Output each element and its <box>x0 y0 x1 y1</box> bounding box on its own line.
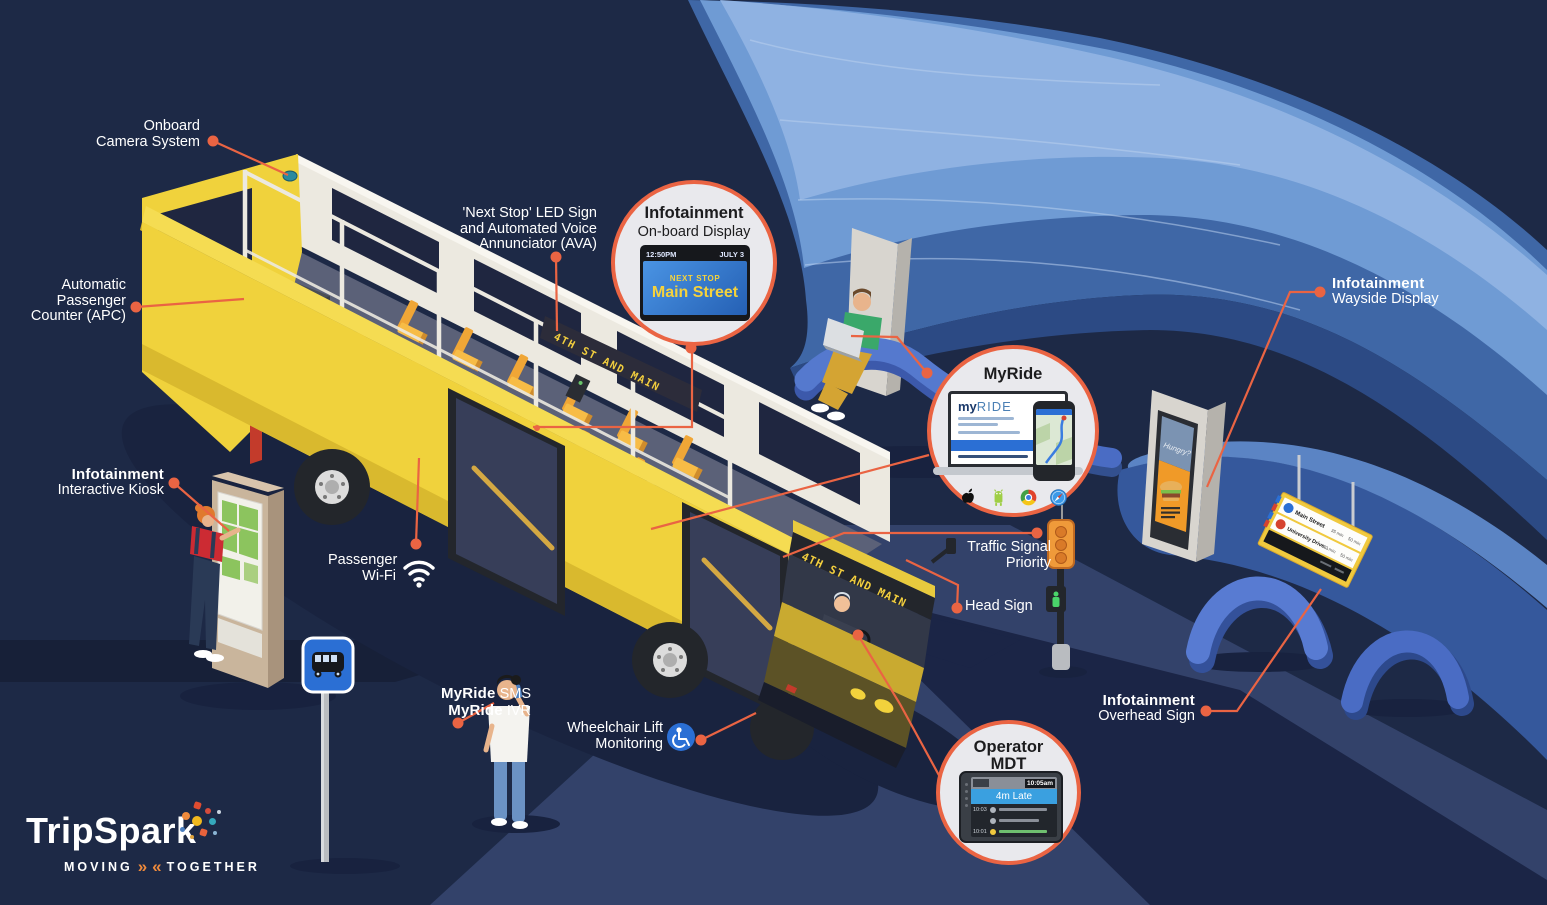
label-onboard-camera[interactable]: Onboard Camera System <box>96 118 200 150</box>
tripspark-logo: TripSpark MOVING»«TOGETHER <box>26 801 260 876</box>
bus <box>140 154 956 768</box>
bus-stop-sign <box>301 636 355 862</box>
head-sign-panel <box>789 532 935 620</box>
callout-onboard-display[interactable]: Infotainment On-board Display 12:50PM JU… <box>611 180 777 346</box>
kiosk-user <box>189 504 241 662</box>
mdt-device: 10:05am 4m Late 10:03 10:01 <box>959 771 1063 843</box>
svg-text:30 min: 30 min <box>1322 544 1337 555</box>
callout-myride[interactable]: MyRide myRIDE <box>927 345 1099 517</box>
route-badge-red <box>1275 519 1286 530</box>
label-wayside-display[interactable]: Infotainment Wayside Display <box>1332 275 1439 308</box>
android-icon <box>993 489 1003 506</box>
platform-icons <box>931 487 1095 508</box>
handrails <box>242 170 733 512</box>
apple-icon <box>961 488 974 503</box>
safari-icon <box>1049 489 1067 506</box>
display-time: 12:50PM <box>646 250 677 259</box>
traffic-light <box>1046 505 1075 670</box>
arch-benches <box>1186 576 1474 720</box>
display-date: JULY 3 <box>719 250 744 259</box>
mdt-clock: 10:05am <box>1024 778 1055 788</box>
side-mirror <box>946 538 956 554</box>
brand-name: TripSpark <box>26 810 197 851</box>
mdt-status: 4m Late <box>971 789 1057 804</box>
wayside-display: Hungry? <box>1150 410 1198 550</box>
label-myride-contact[interactable]: MyRide SMS MyRide IVR <box>441 685 531 719</box>
chevrons-right-icon: » <box>137 857 148 876</box>
leader-lines <box>135 139 1322 780</box>
chevrons-left-icon: « <box>152 857 162 876</box>
label-apc[interactable]: Automatic Passenger Counter (APC) <box>30 277 126 325</box>
myride-phone <box>1033 401 1075 481</box>
chrome-icon <box>1020 489 1036 506</box>
interior-led-strip <box>540 316 702 412</box>
myride-logo: myRIDE <box>958 399 1012 414</box>
bus-front <box>758 520 956 768</box>
route-badge-blue <box>1283 503 1294 514</box>
bus-icon <box>312 652 344 678</box>
svg-text:35 min: 35 min <box>1330 528 1345 539</box>
callout-operator-mdt[interactable]: Operator MDT 10:05am 4m Late 10:03 10:01 <box>936 720 1081 865</box>
label-overhead-sign[interactable]: Infotainment Overhead Sign <box>1098 692 1195 725</box>
label-interactive-kiosk[interactable]: Infotainment Interactive Kiosk <box>57 466 164 499</box>
ava-speaker <box>565 374 591 403</box>
burger-icon <box>1160 481 1182 501</box>
onboard-display-detail: 12:50PM JULY 3 NEXT STOP Main Street <box>640 245 750 321</box>
label-next-stop-led[interactable]: 'Next Stop' LED Sign and Automated Voice… <box>459 205 597 253</box>
pedestrian-on-phone <box>483 674 530 829</box>
passenger-with-laptop <box>811 288 882 421</box>
overhead-sign: Main Street 35 min 50 min University Dri… <box>1257 455 1373 588</box>
label-traffic-signal[interactable]: Traffic Signal Priority <box>967 539 1051 571</box>
svg-text:50 min: 50 min <box>1347 536 1362 547</box>
brand-tagline: MOVING»«TOGETHER <box>64 857 260 876</box>
label-wheelchair-lift[interactable]: Wheelchair Lift Monitoring <box>567 720 663 752</box>
label-passenger-wifi[interactable]: Passenger Wi-Fi <box>328 552 398 584</box>
svg-text:50 min: 50 min <box>1339 552 1354 563</box>
wifi-icon <box>403 560 435 588</box>
spark-icon <box>178 801 228 856</box>
interactive-kiosk[interactable] <box>212 472 284 688</box>
label-head-sign[interactable]: Head Sign <box>965 598 1033 614</box>
bus-doors <box>448 388 788 718</box>
wheelchair-icon <box>667 723 695 751</box>
